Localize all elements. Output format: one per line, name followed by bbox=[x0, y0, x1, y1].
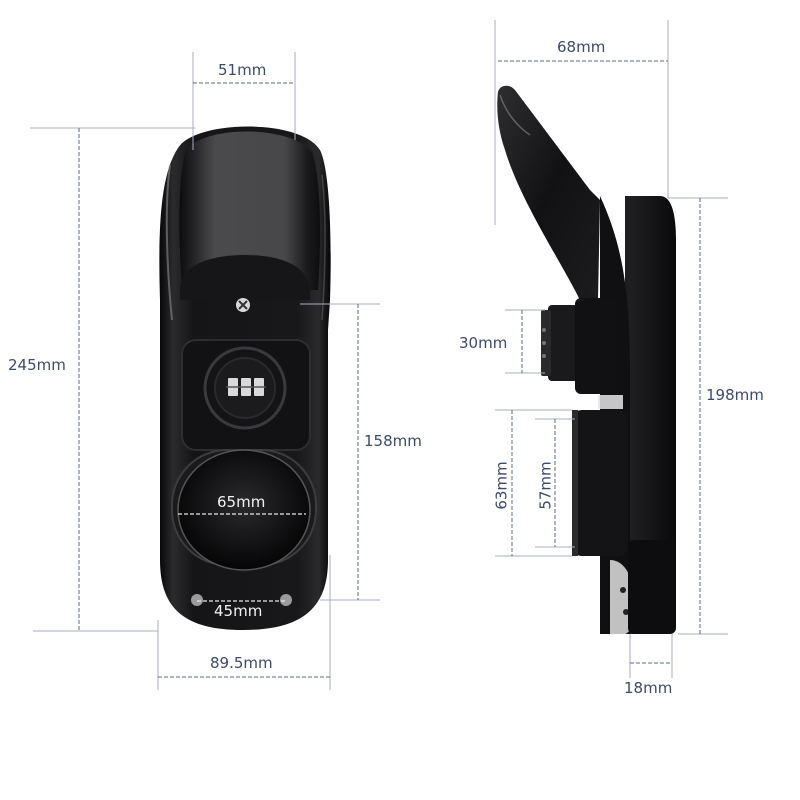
bottom-screw-right-icon bbox=[280, 594, 292, 606]
bottom-screw-left-icon bbox=[191, 594, 203, 606]
dimension-cup-outer-height: 63mm bbox=[492, 461, 511, 510]
side-view-product bbox=[497, 85, 676, 634]
side-cup bbox=[572, 410, 628, 556]
dimension-base-width: 89.5mm bbox=[210, 654, 273, 672]
combination-lock-digits bbox=[226, 378, 266, 396]
side-wing bbox=[497, 85, 600, 301]
side-lock-knob bbox=[548, 305, 578, 381]
dimension-holder-diameter: 65mm bbox=[217, 493, 266, 511]
side-dimension-lines bbox=[498, 60, 701, 664]
dimension-top-width: 51mm bbox=[218, 61, 267, 79]
dimension-body-height: 198mm bbox=[706, 386, 764, 404]
side-extension-lines bbox=[494, 20, 728, 678]
dimension-cup-inner-height: 57mm bbox=[536, 461, 555, 510]
dimension-overall-depth: 68mm bbox=[557, 38, 606, 56]
side-back-plate bbox=[585, 196, 676, 634]
holder-opening bbox=[177, 449, 311, 571]
front-mount-plate bbox=[180, 255, 310, 300]
dimension-screw-spacing: 45mm bbox=[214, 602, 263, 620]
dimension-lower-height: 158mm bbox=[364, 432, 422, 450]
dimension-total-height: 245mm bbox=[8, 356, 66, 374]
side-base bbox=[628, 540, 676, 634]
front-extension-lines bbox=[30, 52, 380, 690]
dimension-base-thickness: 18mm bbox=[624, 679, 673, 697]
front-dimension-lines bbox=[78, 82, 359, 678]
front-inner-dimension-lines bbox=[178, 513, 306, 602]
front-top-shield bbox=[179, 131, 320, 290]
dimension-lock-height: 30mm bbox=[459, 334, 508, 352]
front-view-product bbox=[159, 126, 331, 630]
